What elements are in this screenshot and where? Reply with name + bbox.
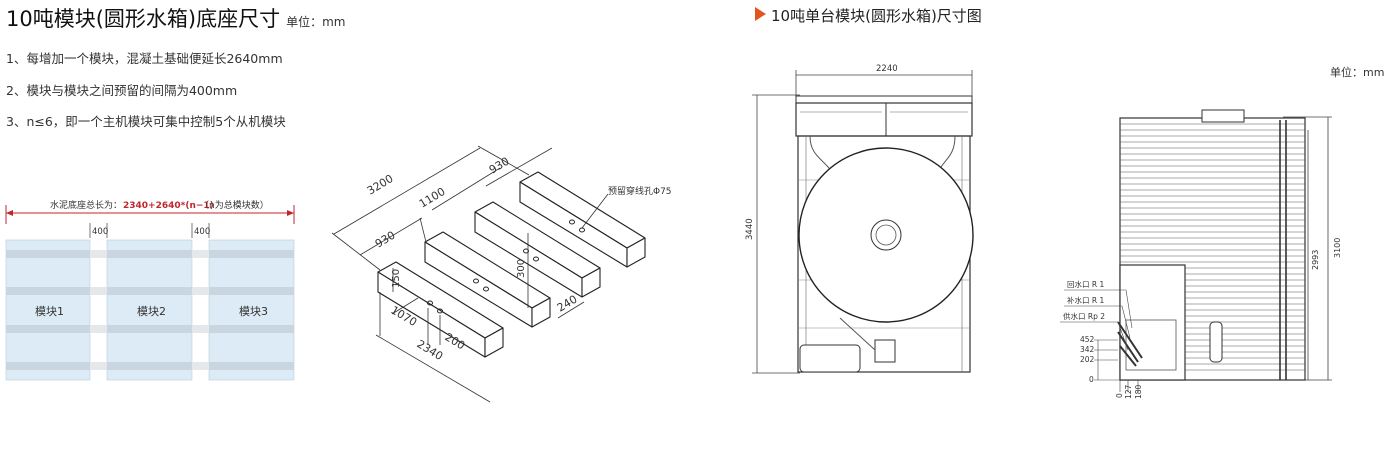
dim-300: 300: [516, 259, 527, 278]
port-fill: 补水口 R 1: [1067, 295, 1104, 305]
port-return: 回水口 R 1: [1067, 279, 1104, 289]
side-height-3100: 3100: [1333, 238, 1342, 258]
front-height-label: 3440: [745, 218, 755, 240]
dim-452: 452: [1080, 335, 1095, 344]
left-unit: 单位：mm: [286, 15, 346, 29]
front-view-drawing: 2240 3440: [745, 64, 974, 374]
left-title: 10吨模块(圆形水箱)底座尺寸单位：mm: [6, 3, 346, 33]
beam-3: [474, 201, 601, 298]
beam-4: [519, 171, 646, 268]
dim-127: 127: [1124, 384, 1133, 399]
module-label-3: 模块3: [239, 305, 268, 318]
hole-label: 预留穿线孔Φ75: [608, 185, 672, 197]
note-1: 1、每增加一个模块，混凝土基础便延长2640mm: [6, 51, 283, 66]
dim-180: 180: [1134, 384, 1143, 399]
note-3: 3、n≤6，即一个主机模块可集中控制5个从机模块: [6, 114, 286, 129]
left-title-text: 10吨模块(圆形水箱)底座尺寸: [6, 7, 281, 31]
gap-label-1: 400: [92, 227, 108, 237]
side-view-drawing: 2993 3100: [1060, 109, 1342, 399]
module-label-1: 模块1: [35, 305, 64, 318]
module-block-2: [106, 239, 193, 381]
port-supply: 供水口 Rp 2: [1063, 311, 1105, 321]
module-block-3: [208, 239, 295, 381]
foundation-formula: 2340+2640*(n−1): [123, 201, 214, 211]
right-title: 10吨单台模块(圆形水箱)尺寸图: [771, 7, 982, 25]
beam-2: [424, 231, 551, 328]
dim-240: 240: [555, 293, 580, 315]
dim-930-left: 930: [373, 229, 398, 251]
dim-b0: 0: [1115, 393, 1124, 398]
note-2: 2、模块与模块之间预留的间隔为400mm: [6, 83, 238, 98]
right-unit: 单位：mm: [1330, 66, 1385, 79]
isometric-foundation-drawing: 3200 930 1100 930 150 300 240 1070 200 2…: [331, 145, 672, 403]
dim-2340: 2340: [414, 337, 445, 363]
front-width-label: 2240: [876, 64, 898, 74]
side-height-2993: 2993: [1311, 250, 1320, 270]
dim-202: 202: [1080, 355, 1095, 364]
gap-label-2: 400: [194, 227, 210, 237]
dim-342: 342: [1080, 345, 1095, 354]
module-block-1: [5, 239, 91, 381]
module-layout-diagram: 水泥底座总长为： 2340+2640*(n−1) （n为总模块数） 400 40…: [5, 199, 295, 381]
section-triangle-icon: [755, 7, 766, 21]
dim-3200: 3200: [365, 172, 396, 198]
dim-v0: 0: [1089, 375, 1094, 384]
module-label-2: 模块2: [137, 305, 166, 318]
dim-150: 150: [391, 269, 402, 288]
foundation-note: （n为总模块数）: [200, 199, 269, 211]
beam-1: [377, 261, 504, 358]
foundation-label: 水泥底座总长为：: [50, 199, 122, 211]
dim-1100: 1100: [417, 185, 448, 211]
